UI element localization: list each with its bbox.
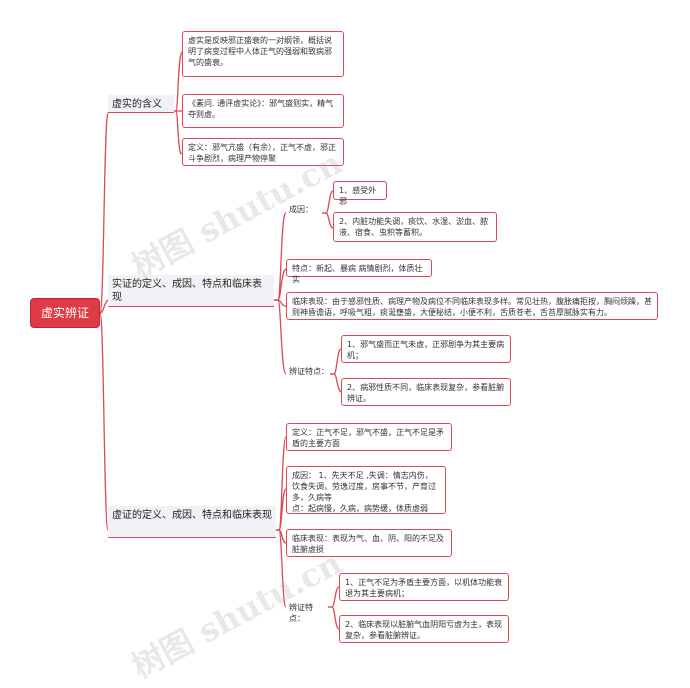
leaf-shizheng-clinical[interactable]: 临床表现：由于感邪性质、病理产物及病位不同临床表现多样。常见壮热，腹胀痛拒按，胸… (286, 292, 658, 320)
shizheng-cause-label[interactable]: 成因： (289, 205, 313, 214)
leaf-xushi-overview[interactable]: 虚实是反映邪正盛衰的一对纲领，概括说明了病变过程中人体正气的强弱和致病邪气的盛衰… (182, 31, 344, 77)
link-b2-c3 (275, 529, 287, 608)
shizheng-diagnosis-label[interactable]: 辨证特点： (289, 367, 329, 376)
link-b0-c2 (172, 110, 183, 154)
link-root-b0 (99, 112, 109, 314)
link-root-b2 (99, 312, 109, 531)
leaf-xuzheng-clinical[interactable]: 临床表现：表现为气、血、阴、阳的不足及脏腑虚损 (286, 529, 452, 557)
link-b1-c0-g1 (322, 212, 334, 229)
branch-xuzheng[interactable]: 虚证的定义、成因、特点和临床表现 (108, 506, 276, 538)
xuzheng-diagnosis-label[interactable]: 辨证特点： (289, 603, 313, 623)
root-node[interactable]: 虚实辨证 (30, 298, 100, 328)
branch-xushi-meaning[interactable]: 虚实的含义 (108, 95, 174, 113)
leaf-xuzheng-diagnosis-1[interactable]: 1、正气不足为矛盾主要方面，以机体功能衰退为其主要病机； (339, 573, 509, 601)
leaf-xuzheng-cause[interactable]: 成因： 1、先天不足 ,失调：情志内伤，饮食失调，劳逸过度，房事不节，产育过多，… (286, 466, 446, 514)
leaf-shizheng-diagnosis-1[interactable]: 1、邪气盛而正气未虚，正邪剧争为其主要病机； (341, 335, 511, 363)
link-b1-c3-g1 (330, 373, 342, 393)
link-b2-c0 (275, 436, 287, 531)
leaf-xuzheng-diagnosis-2[interactable]: 2、临床表现以脏腑气血阴阳亏虚为主，表现复杂，参看脏腑辨证。 (339, 615, 509, 643)
link-b2-c3-g1 (328, 606, 340, 630)
branch-shizheng[interactable]: 实证的定义、成因、特点和临床表现 (108, 275, 274, 307)
leaf-shizheng-cause-2[interactable]: 2、内脏功能失调，痰饮、水湿、淤血、脓液、宿食、虫积等蓄积。 (333, 212, 497, 242)
leaf-shizheng-diagnosis-2[interactable]: 2、病邪性质不同，临床表现复杂，参看脏腑辨证。 (341, 378, 511, 406)
link-b1-c3 (273, 299, 287, 375)
leaf-xuzheng-definition[interactable]: 定义：正气不足，邪气不盛，正气不足是矛盾的主要方面 (286, 423, 452, 451)
leaf-shi-definition[interactable]: 定义：邪气亢盛（有余），正气不虚，邪正斗争剧烈，病理产物停聚 (182, 138, 344, 166)
link-b1-c0 (273, 212, 287, 301)
leaf-shizheng-cause-1[interactable]: 1、感受外邪 (333, 181, 387, 206)
link-root-b1 (99, 299, 109, 314)
leaf-suwen-quote[interactable]: 《素问. 通评虚实论》：邪气盛则实，精气夺则虚。 (182, 94, 344, 128)
leaf-shizheng-feature[interactable]: 特点：新起、暴病 病情剧烈，体质壮实 (286, 259, 432, 284)
